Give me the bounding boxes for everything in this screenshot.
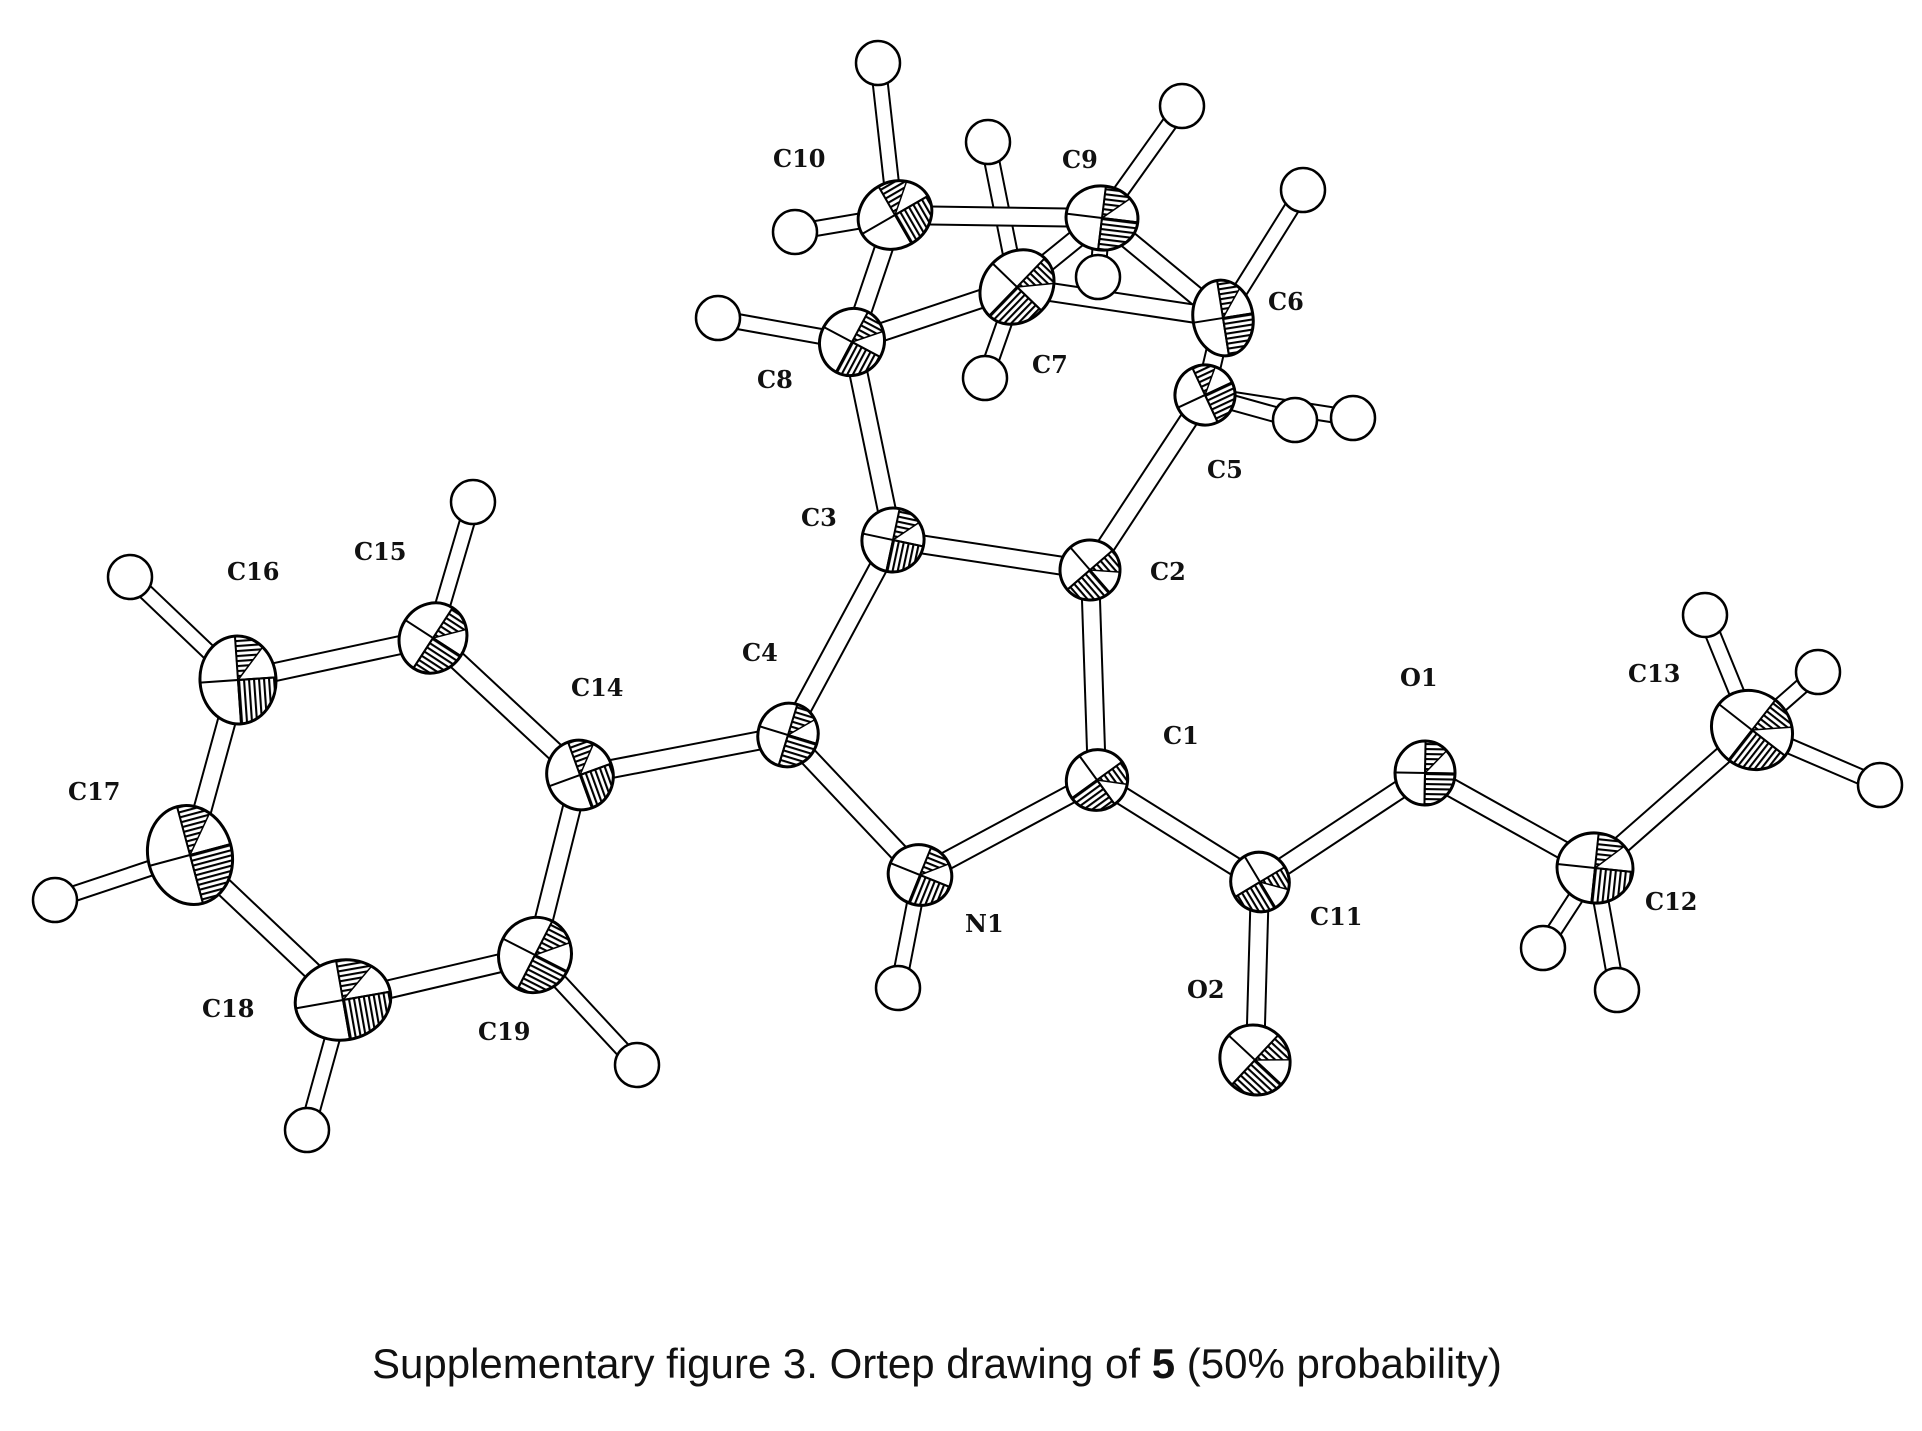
hydrogen-atom [694, 294, 742, 342]
hydrogen-atom [1794, 648, 1842, 696]
atom-O1 [1393, 739, 1457, 807]
bond-C1-C2 [1080, 569, 1107, 781]
hydrogen-atom [771, 208, 819, 256]
atom-C3 [860, 506, 926, 574]
atom-label-C13: C13 [1628, 659, 1681, 688]
caption-prefix: Supplementary figure 3. Ortep drawing of [372, 1340, 1152, 1387]
atom-C1 [1064, 748, 1130, 812]
hydrogen-atom [1681, 591, 1729, 639]
hydrogen-atom [1519, 924, 1567, 972]
atom-C18 [293, 958, 393, 1042]
atom-C7 [978, 248, 1056, 326]
atom-C11 [1229, 850, 1291, 914]
atom-C17 [145, 803, 235, 907]
atom-label-C8: C8 [757, 365, 793, 394]
atom-C8 [818, 306, 886, 378]
atom-C13 [1709, 688, 1795, 772]
atom-label-C6: C6 [1268, 287, 1304, 316]
atom-C10 [856, 179, 934, 251]
atom-label-C17: C17 [68, 777, 121, 806]
hydrogen-atom [964, 118, 1012, 166]
atom-label-C3: C3 [801, 503, 837, 532]
atom-C4 [756, 701, 820, 769]
bond-C4-C14 [578, 725, 790, 785]
atom-label-C5: C5 [1207, 455, 1243, 484]
bond-C11-O1 [1254, 764, 1431, 891]
bond-C1-C11 [1091, 771, 1266, 891]
atom-N1 [886, 843, 954, 907]
atom-C5 [1173, 363, 1237, 427]
atom-label-C2: C2 [1150, 557, 1186, 586]
atom-label-C1: C1 [1163, 721, 1199, 750]
atom-C12 [1555, 831, 1635, 905]
atom-label-C19: C19 [478, 1017, 531, 1046]
atom-C9 [1064, 184, 1140, 252]
hydrogen-atom [874, 964, 922, 1012]
hydrogen-atom [1074, 253, 1122, 301]
hydrogen-atom [961, 354, 1009, 402]
hydrogen-atom [1271, 396, 1319, 444]
atom-C16 [198, 634, 278, 726]
hydrogen-atom [1279, 166, 1327, 214]
atom-C6 [1191, 278, 1255, 358]
hydrogen-atom [1856, 761, 1904, 809]
hydrogen-atom [1158, 82, 1206, 130]
hydrogen-atom [31, 876, 79, 924]
bond-C3-C4 [779, 535, 902, 740]
atom-C15 [397, 601, 469, 675]
hydrogen-atom [283, 1106, 331, 1154]
hydrogen-atom [613, 1041, 661, 1089]
atom-label-O2: O2 [1187, 975, 1225, 1004]
atom-label-C15: C15 [354, 537, 407, 566]
caption-compound: 5 [1151, 1340, 1176, 1387]
atom-label-C12: C12 [1645, 887, 1698, 916]
atom-label-O1: O1 [1400, 663, 1438, 692]
hydrogen-atom [449, 478, 497, 526]
bond-C2-C3 [891, 530, 1092, 580]
atom-label-C18: C18 [202, 994, 255, 1023]
caption-suffix: (50% probability) [1175, 1340, 1502, 1387]
atom-label-C14: C14 [571, 673, 624, 702]
atom-label-C7: C7 [1032, 350, 1068, 379]
hydrogen-atom [854, 39, 902, 87]
atom-C19 [497, 915, 573, 995]
figure-caption: Supplementary figure 3. Ortep drawing of… [372, 1340, 1502, 1388]
bond-N1-C1 [915, 771, 1102, 884]
atom-label-C16: C16 [227, 557, 280, 586]
hydrogen-atom [106, 553, 154, 601]
atom-label-C10: C10 [773, 144, 826, 173]
atom-label-C4: C4 [742, 638, 778, 667]
atom-label-C9: C9 [1062, 145, 1098, 174]
atom-label-C11: C11 [1310, 902, 1363, 931]
hydrogen-atom [1593, 966, 1641, 1014]
bond-C2-C5 [1081, 389, 1214, 576]
atom-label-N1: N1 [965, 909, 1004, 938]
hydrogen-atom [1329, 394, 1377, 442]
atom-C2 [1058, 538, 1122, 602]
atom-O2 [1218, 1023, 1292, 1097]
atom-C14 [545, 738, 615, 812]
